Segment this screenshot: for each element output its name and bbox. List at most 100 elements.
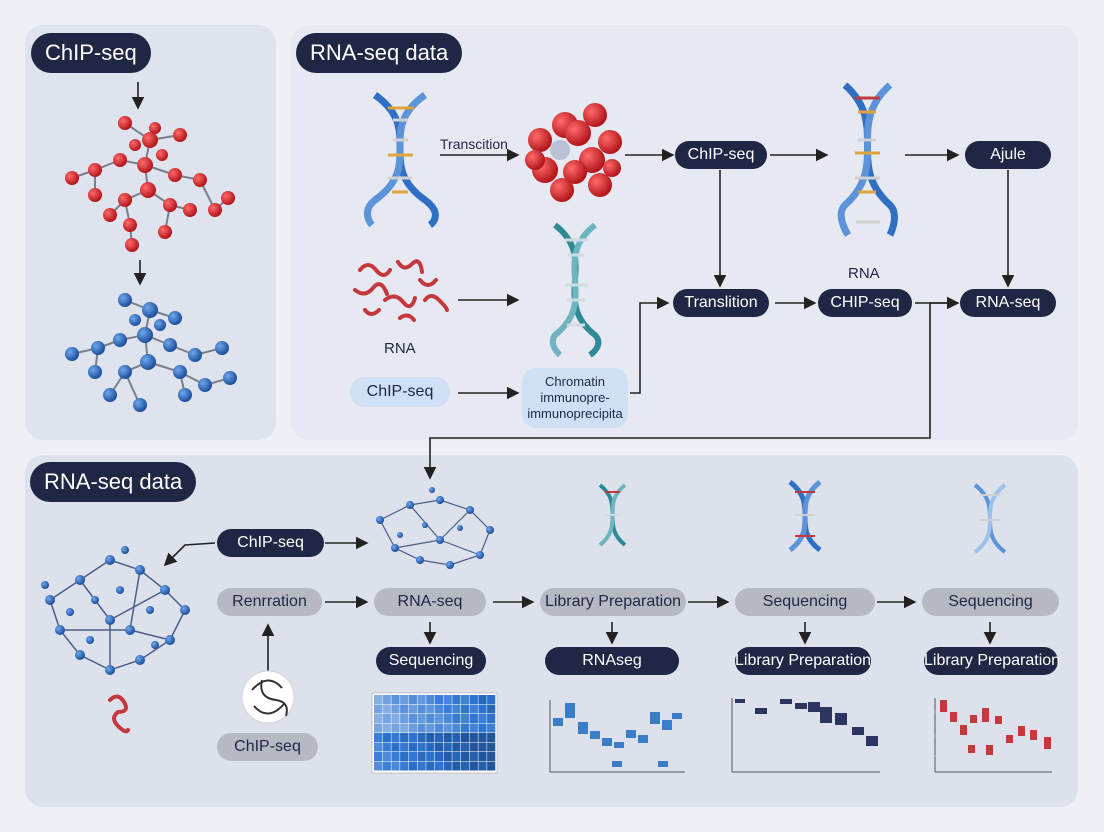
heatmap-cell (469, 742, 478, 752)
stage-4-dark[interactable]: Library Preparation (924, 647, 1060, 675)
heatmap-cell (391, 695, 400, 704)
heatmap-cell (391, 714, 400, 723)
left-arrows (131, 82, 147, 286)
heatmap-cell (408, 723, 417, 733)
heatmap-cell (434, 704, 444, 714)
heatmap-cell (374, 742, 383, 752)
stage-1-grey[interactable]: RNA-seq (374, 588, 486, 616)
heatmap-cell (408, 695, 417, 704)
heatmap-cell (408, 742, 417, 752)
heatmap-cell (487, 723, 496, 733)
heatmap-cell (417, 695, 426, 704)
heatmap-cell (443, 752, 452, 761)
ajule-node[interactable]: Ajule (965, 141, 1051, 169)
heatmap-cell (426, 733, 435, 742)
stage-2-grey[interactable]: Library Preparation (540, 588, 686, 616)
heatmap-cell (417, 742, 426, 752)
dna-helix-icon (363, 92, 439, 228)
heatmap-cell (391, 742, 400, 752)
heatmap-cell (374, 704, 383, 714)
heatmap-cell (452, 761, 461, 771)
heatmap-cell (400, 695, 409, 704)
translition-node[interactable]: Translition (673, 289, 769, 317)
rnaseq-bottom-panel (25, 455, 1078, 807)
heatmap-cell (461, 723, 470, 733)
heatmap-cell (478, 714, 487, 723)
heatmap-cell (426, 723, 435, 733)
heatmap-cell (443, 714, 452, 723)
chipseq-bottom-node[interactable]: ChIP-seq (217, 733, 318, 761)
heatmap-cell (426, 704, 435, 714)
heatmap-cell (400, 714, 409, 723)
stage-3-grey[interactable]: Sequencing (735, 588, 875, 616)
stage-4-grey[interactable]: Sequencing (922, 588, 1059, 616)
heatmap-cell (452, 695, 461, 704)
heatmap-chart-icon (371, 692, 498, 774)
heatmap-cell (452, 704, 461, 714)
rnaseq-node[interactable]: RNA-seq (960, 289, 1056, 317)
heatmap-cell (469, 714, 478, 723)
heatmap-cell (461, 742, 470, 752)
heatmap-cell (391, 704, 400, 714)
heatmap-cell (382, 733, 391, 742)
stage-2-dark[interactable]: RNAseg (545, 647, 679, 675)
chromatin-line-3: immunoprecipita (527, 406, 623, 421)
renrration-node[interactable]: Renrration (217, 588, 322, 616)
heatmap-cell (391, 733, 400, 742)
stage-1-dark[interactable]: Sequencing (376, 647, 486, 675)
heatmap-cell (426, 695, 435, 704)
heatmap-cell (417, 733, 426, 742)
chromatin-node[interactable]: Chromatin immunopre- immunoprecipita (522, 368, 628, 428)
heatmap-cell (443, 761, 452, 771)
heatmap-cell (417, 714, 426, 723)
heatmap-cell (487, 752, 496, 761)
heatmap-cell (452, 752, 461, 761)
bar-chart-1-icon (549, 700, 685, 773)
heatmap-cell (487, 695, 496, 704)
top-arrows (423, 148, 1015, 480)
heatmap-cell (426, 742, 435, 752)
heatmap-cell (426, 761, 435, 771)
heatmap-cell (408, 761, 417, 771)
heatmap-cell (469, 761, 478, 771)
heatmap-cell (452, 733, 461, 742)
heatmap-cell (374, 695, 383, 704)
chipseq-title: ChIP-seq (31, 33, 151, 73)
heatmap-cell (469, 733, 478, 742)
blue-network-small-icon (376, 487, 494, 569)
stage-3-dark[interactable]: Library Preparation (735, 647, 871, 675)
heatmap-cell (461, 714, 470, 723)
heatmap-cell (408, 714, 417, 723)
blue-molecule-icon (65, 293, 237, 412)
chipseq-light-node[interactable]: ChIP-seq (350, 377, 450, 407)
heatmap-cell (478, 695, 487, 704)
heatmap-cell (382, 704, 391, 714)
heatmap-cell (434, 723, 444, 733)
heatmap-cell (400, 723, 409, 733)
heatmap-cell (400, 761, 409, 771)
heatmap-cell (434, 695, 444, 704)
dna-helix-small-2-icon (788, 480, 822, 553)
chipseq-bottom-top-node[interactable]: ChIP-seq (217, 529, 324, 557)
heatmap-cell (434, 742, 444, 752)
heatmap-cell (382, 695, 391, 704)
heatmap-cell (461, 761, 470, 771)
heatmap-cell (461, 695, 470, 704)
chipseq-node-2[interactable]: CHIP-seq (818, 289, 912, 317)
heatmap-cell (382, 742, 391, 752)
heatmap-cell (461, 704, 470, 714)
heatmap-cell (452, 714, 461, 723)
heatmap-cell (382, 752, 391, 761)
rna-label-left: RNA (384, 340, 416, 357)
heatmap-cell (374, 714, 383, 723)
transcition-label: Transcition (440, 136, 508, 152)
bar-chart-3-icon (934, 698, 1052, 773)
heatmap-cell (400, 752, 409, 761)
rna-small-icon (108, 694, 130, 734)
heatmap-cell (478, 723, 487, 733)
heatmap-cell (487, 704, 496, 714)
chipseq-node-1[interactable]: ChIP-seq (675, 141, 767, 169)
heatmap-cell (443, 704, 452, 714)
heatmap-cell (374, 761, 383, 771)
